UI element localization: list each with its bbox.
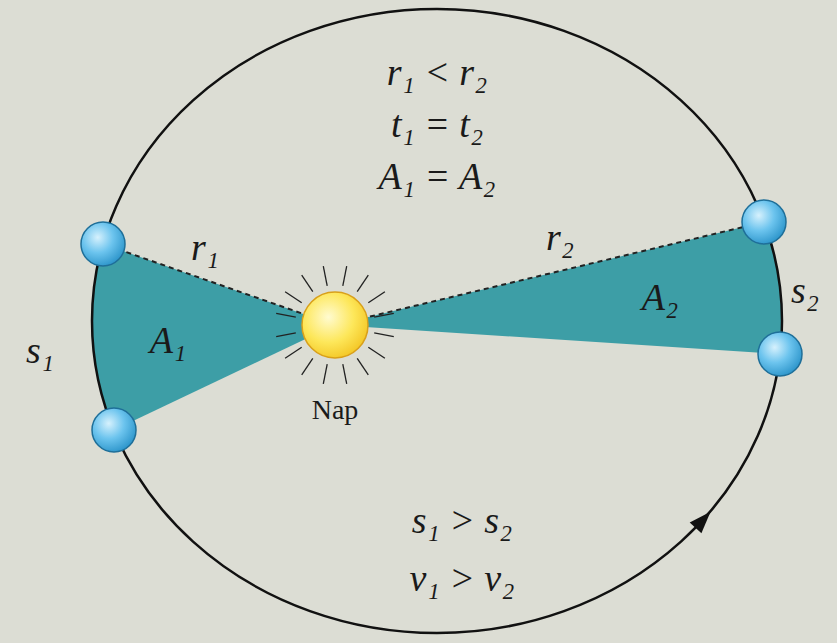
sun-rays	[276, 266, 394, 384]
sun-node: Nap	[265, 290, 405, 424]
planet	[81, 222, 125, 266]
relation-text: r₁ < r₂	[387, 53, 488, 91]
arc-label: s₂	[791, 271, 819, 309]
radius-line	[103, 244, 335, 325]
relation-text: s₁ > s₂	[412, 501, 513, 539]
sun-label: Nap	[265, 396, 405, 424]
area-label: A₁	[150, 321, 186, 359]
sun-ray	[368, 347, 385, 358]
planet	[758, 332, 802, 376]
swept-area	[92, 244, 335, 430]
sun-ray	[276, 333, 296, 337]
sun-ray	[302, 358, 313, 375]
planet	[742, 200, 786, 244]
sun-circle	[302, 292, 368, 358]
sun-ray	[357, 275, 368, 292]
sun-ray	[285, 292, 302, 303]
sun-ray	[285, 347, 302, 358]
sun-ray	[323, 266, 327, 286]
arc-label: s₁	[26, 331, 54, 369]
orbit-ellipse	[92, 9, 782, 633]
area-label: A₂	[642, 278, 678, 316]
relation-text: v₁ > v₂	[410, 559, 515, 597]
sun-ray	[343, 266, 347, 286]
planet	[92, 408, 136, 452]
radius-label: r₂	[546, 218, 574, 256]
direction-arrow	[690, 506, 717, 533]
sun-ray	[374, 333, 394, 337]
sun-ray	[323, 364, 327, 384]
radius-label: r₁	[191, 228, 219, 266]
relation-text: A₁ = A₂	[379, 157, 496, 195]
sun-ray	[302, 275, 313, 292]
sun-ray	[368, 292, 385, 303]
sun-ray	[343, 364, 347, 384]
relation-text: t₁ = t₂	[391, 105, 483, 143]
sun-ray	[276, 313, 296, 317]
sun-ray	[357, 358, 368, 375]
sun-ray	[374, 313, 394, 317]
